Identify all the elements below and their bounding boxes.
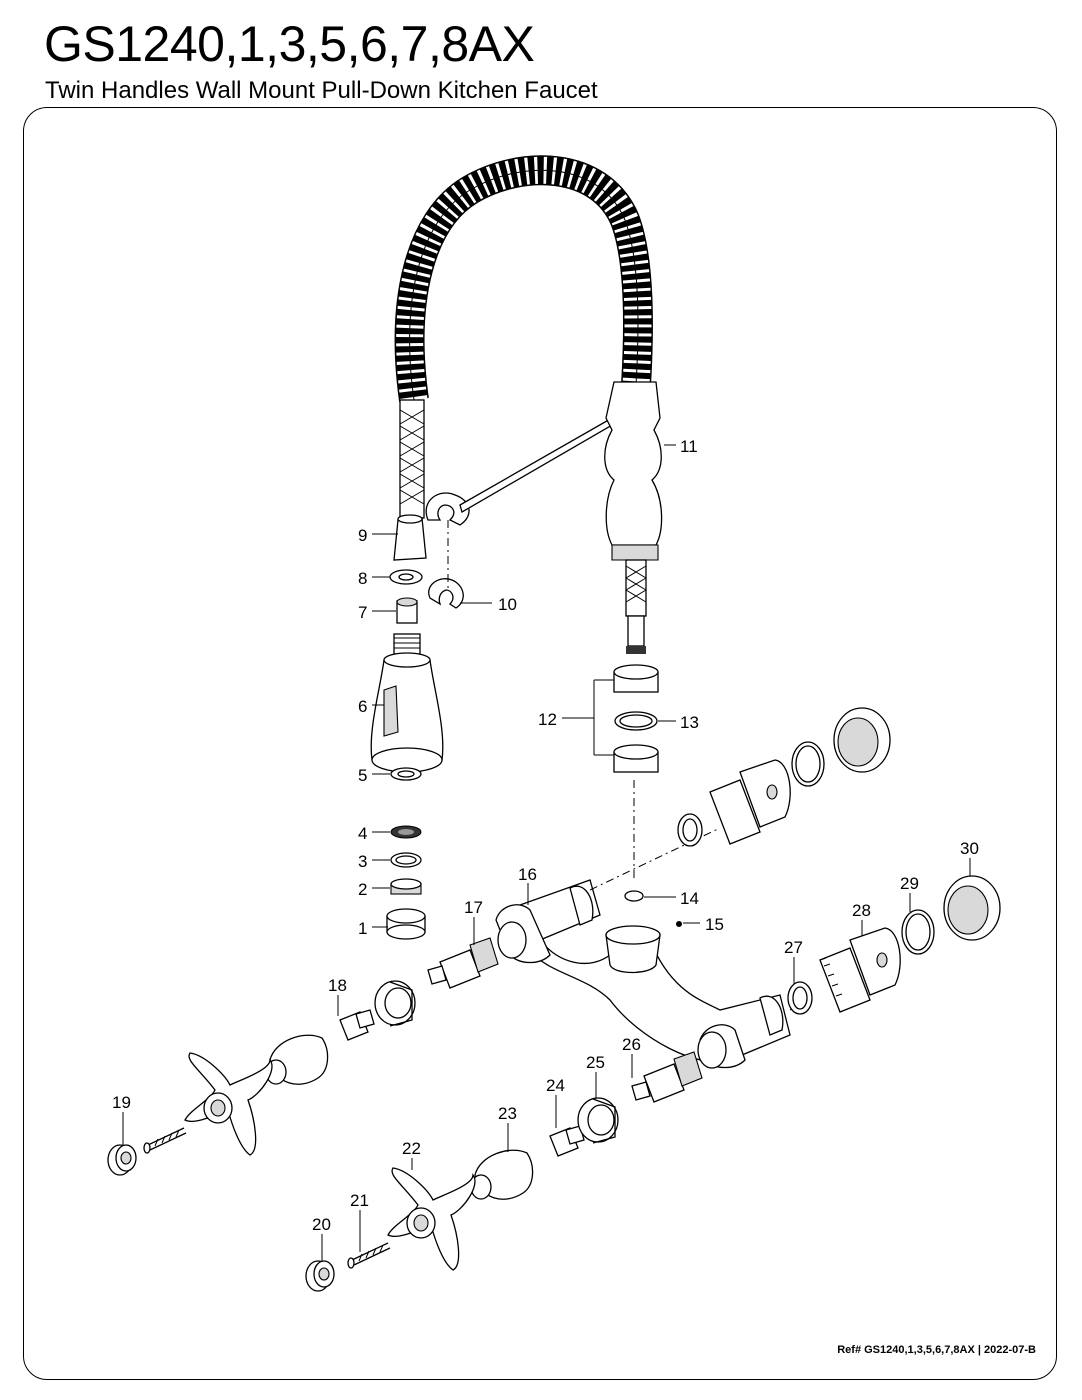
callout-13: 13	[680, 713, 699, 732]
part-5-washer	[390, 767, 422, 781]
part-4-screen	[390, 825, 422, 839]
reference-footer: Ref# GS1240,1,3,5,6,7,8AX | 2022-07-B	[837, 1344, 1036, 1356]
part-10-hook	[425, 492, 470, 609]
callout-26: 26	[622, 1035, 641, 1054]
callout-2: 2	[358, 880, 367, 899]
callout-5: 5	[358, 766, 367, 785]
callout-24: 24	[546, 1076, 565, 1095]
callout-28: 28	[852, 901, 871, 920]
callout-10: 10	[498, 595, 517, 614]
part-8-washer	[389, 569, 423, 585]
part-9-hose-nut	[393, 514, 427, 561]
callout-21: 21	[350, 1191, 369, 1210]
callout-16: 16	[518, 865, 537, 884]
part-24-stem	[549, 1125, 585, 1157]
callout-7: 7	[358, 603, 367, 622]
braided-hose-left	[399, 399, 425, 519]
page-subtitle: Twin Handles Wall Mount Pull-Down Kitche…	[45, 77, 598, 104]
callout-14: 14	[680, 889, 699, 908]
part-26-cartridge	[631, 1051, 703, 1103]
part-27-washer	[787, 981, 813, 1015]
callout-15: 15	[705, 915, 724, 934]
part-22-cross-handle	[387, 1167, 476, 1271]
ref-label: Ref#	[837, 1344, 862, 1356]
washer-upper	[677, 813, 703, 847]
callout-25: 25	[586, 1053, 605, 1072]
callout-9: 9	[358, 526, 367, 545]
coil-spring	[394, 155, 653, 403]
callout-labels: 1 2 3 4 5 6 7 8 9 10 11 12 13 14 15 16 1…	[112, 437, 979, 1234]
callout-4: 4	[358, 824, 367, 843]
part-14-washer	[624, 890, 644, 902]
part-2-insert	[390, 878, 422, 895]
wall-flange-upper	[833, 707, 891, 773]
part-30-wall-flange	[943, 875, 1001, 941]
part-15-set-screw	[676, 921, 682, 927]
part-20-index-button	[305, 1260, 335, 1292]
callout-3: 3	[358, 852, 367, 871]
callout-8: 8	[358, 569, 367, 588]
callout-27: 27	[784, 938, 803, 957]
part-21-handle-screw	[347, 1242, 391, 1269]
cross-handle-upper	[184, 1052, 273, 1156]
callout-23: 23	[498, 1104, 517, 1123]
part-17-cartridge	[427, 937, 499, 989]
part-29-o-ring	[901, 909, 935, 955]
callout-6: 6	[358, 697, 367, 716]
part-23-sleeve	[470, 1149, 534, 1200]
o-ring-upper	[791, 741, 825, 787]
part-25-bonnet-nut	[577, 1097, 619, 1144]
part-6-spray-head	[370, 633, 444, 773]
callout-19: 19	[112, 1093, 131, 1112]
part-7-adapter	[396, 597, 418, 624]
part-16-faucet-body	[495, 879, 791, 1069]
callout-20: 20	[312, 1215, 331, 1234]
part-28-eccentric-union	[819, 927, 901, 1013]
callout-12: 12	[538, 710, 557, 729]
callout-17: 17	[464, 898, 483, 917]
handle-screw-upper	[143, 1127, 187, 1154]
part-11-standpipe	[604, 381, 663, 654]
callout-22: 22	[402, 1139, 421, 1158]
part-3-ring	[390, 852, 422, 868]
callout-11: 11	[680, 437, 698, 456]
part-bonnet-nut-upper	[374, 980, 416, 1027]
eccentric-union-upper	[709, 759, 791, 845]
part-sleeve-upper	[265, 1034, 329, 1085]
callout-30: 30	[960, 839, 979, 858]
part-12-ring-upper	[613, 664, 659, 693]
leader-lines	[122, 444, 971, 1262]
ref-revision: 2022-07-B	[984, 1344, 1036, 1356]
callout-29: 29	[900, 874, 919, 893]
part-18-stem	[339, 1009, 375, 1041]
callout-18: 18	[328, 976, 347, 995]
part-12-ring-lower	[613, 744, 659, 773]
ref-code: GS1240,1,3,5,6,7,8AX	[864, 1344, 975, 1356]
holder-rod	[459, 417, 615, 513]
diagram-frame	[23, 107, 1057, 1380]
page-title: GS1240,1,3,5,6,7,8AX	[44, 16, 535, 72]
part-1-aerator-housing	[386, 908, 426, 940]
part-19-index-button	[107, 1144, 137, 1176]
callout-1: 1	[358, 919, 367, 938]
